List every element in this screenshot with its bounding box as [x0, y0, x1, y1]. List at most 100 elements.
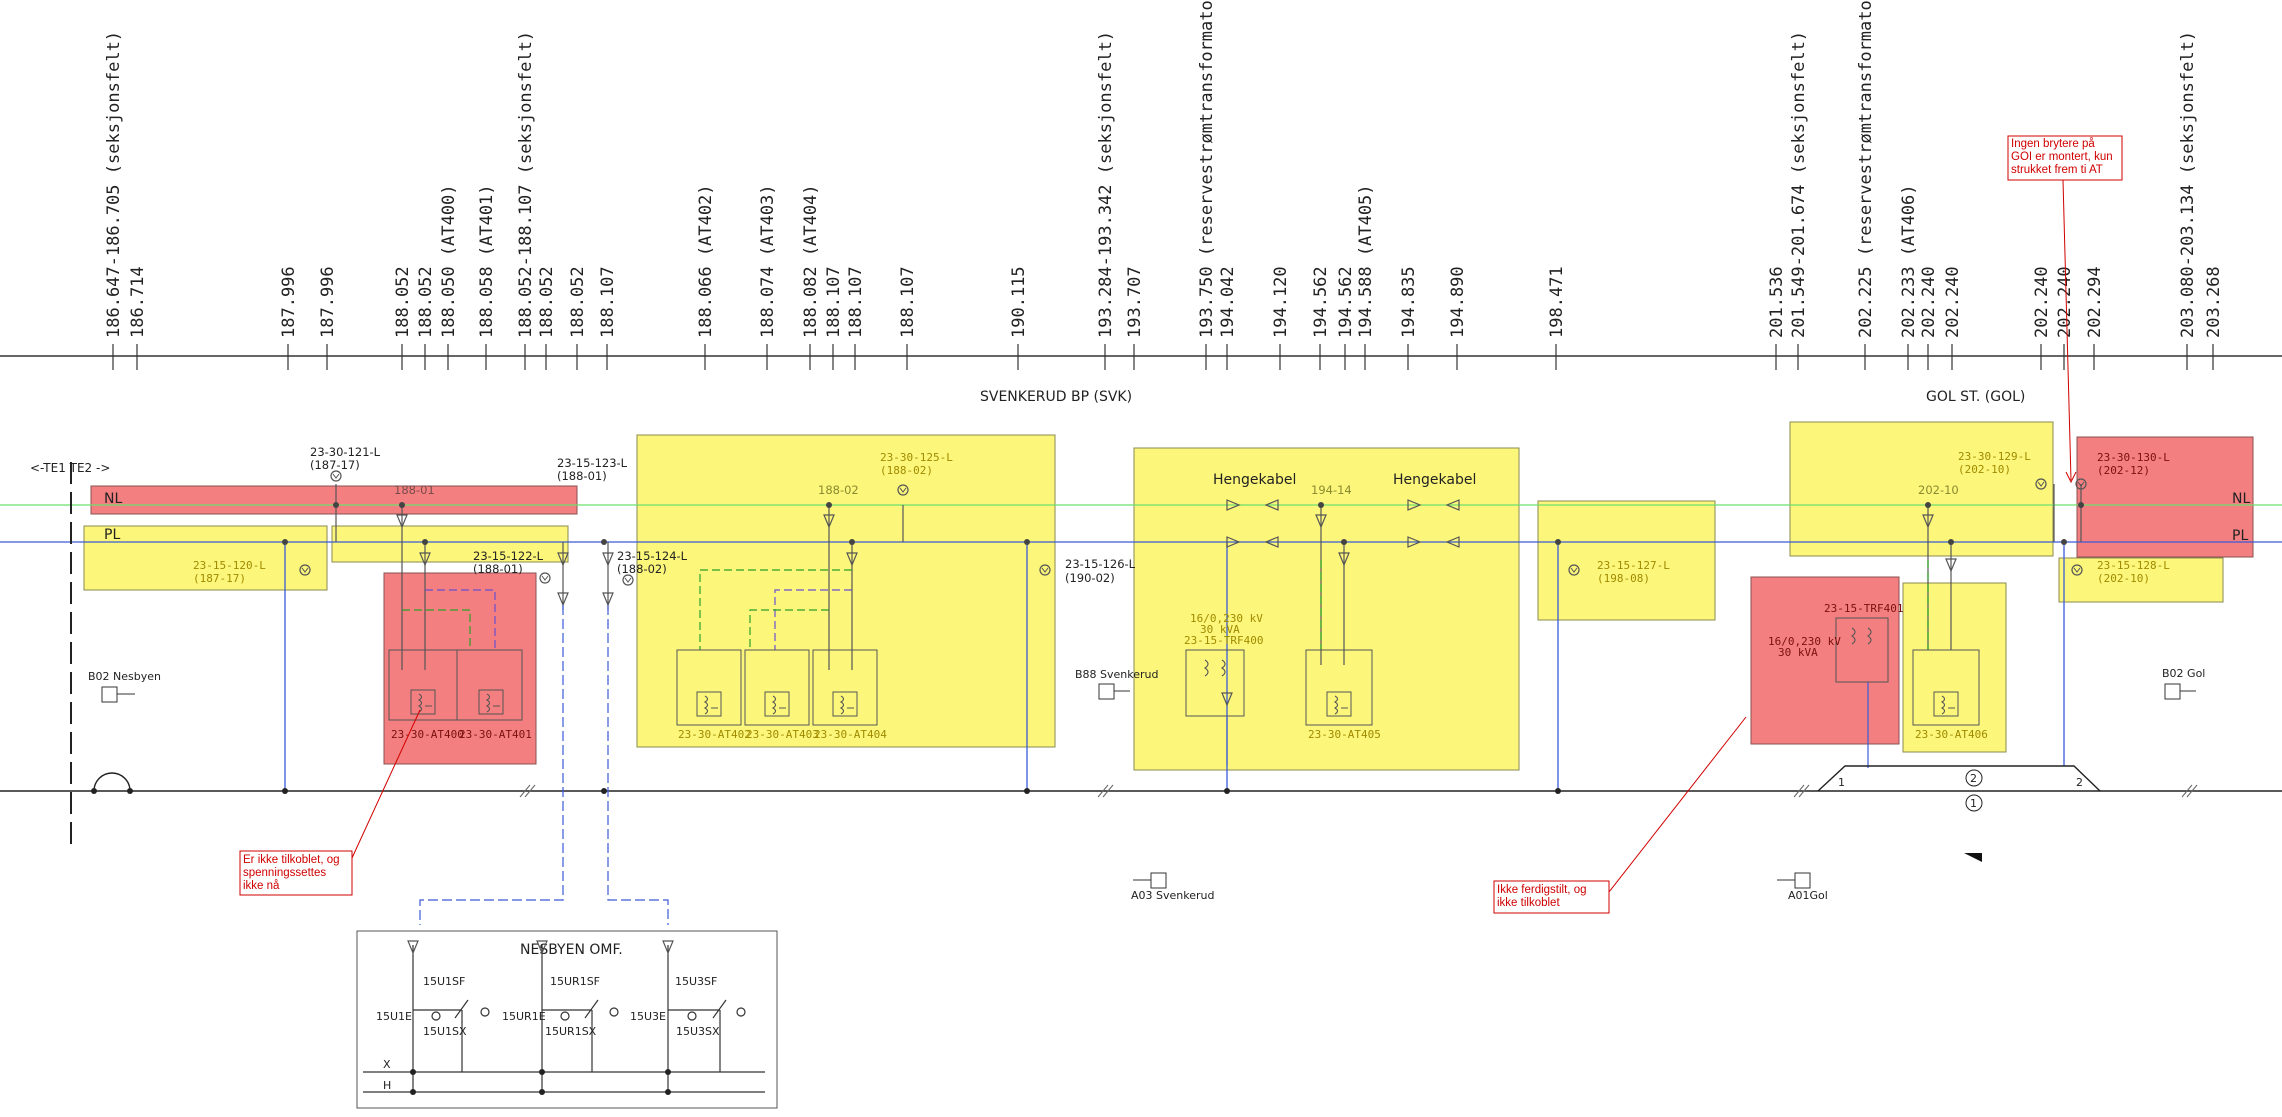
at402-label: 23-30-AT402 — [678, 728, 751, 741]
location-marks: B02 Nesbyen B88 Svenkerud B02 Gol A03 Sv… — [88, 667, 2205, 902]
note-3-line-2: GOI er montert, kun — [2011, 151, 2113, 163]
switch-121-id: (187-17) — [310, 458, 360, 472]
bus-h-label: H — [383, 1079, 391, 1092]
switch-120-label: 23-15-120-L — [193, 559, 266, 572]
u1sf-label: 15U1SF — [423, 975, 465, 988]
switch-127-id: (198-08) — [1597, 572, 1650, 585]
switch-122-label: 23-15-122-L — [473, 549, 544, 563]
hengekabel-label-a: Hengekabel — [1213, 472, 1296, 488]
junction-dots — [282, 502, 2084, 545]
km-label: 202.240 — [2055, 266, 2075, 338]
km-label: 202.233 (AT406) — [1899, 184, 1919, 338]
switch-130-id: (202-12) — [2097, 464, 2150, 477]
section-188-01: 188-01 — [394, 483, 435, 497]
km-label: 202.294 — [2085, 266, 2105, 338]
at406-label: 23-30-AT406 — [1915, 728, 1988, 741]
note-2-line-1: Ikke ferdigstilt, og — [1497, 884, 1586, 896]
rail-joint-arc — [93, 772, 131, 792]
pl-label-left: PL — [104, 527, 120, 543]
km-label: 201.549-201.674 (seksjonsfelt) — [1789, 31, 1809, 338]
km-label: 201.536 — [1767, 266, 1787, 338]
a01-gol-label: A01Gol — [1788, 889, 1828, 902]
switch-122-id: (188-01) — [473, 562, 523, 576]
at403-label: 23-30-AT403 — [746, 728, 819, 741]
switch-127-label: 23-15-127-L — [1597, 559, 1670, 572]
km-label: 188.074 (AT403) — [758, 184, 778, 338]
nesbyen-substation: NESBYEN OMF. 15U1SF 15U1E 15U1SX 15UR1SF… — [356, 930, 778, 1109]
km-label: 188.052 — [537, 266, 557, 338]
note-3: Ingen brytere på GOI er montert, kun str… — [2007, 135, 2123, 484]
km-label: 186.714 — [128, 266, 148, 338]
km-ticks — [112, 344, 2214, 370]
km-label: 194.042 — [1218, 266, 1238, 338]
switch-120-id: (187-17) — [193, 572, 246, 585]
km-label: 194.588 (AT405) — [1356, 184, 1376, 338]
at-wiring — [402, 560, 1929, 925]
trf401-rating: 16/0,230 kV — [1768, 635, 1841, 648]
km-label: 190.115 — [1009, 266, 1029, 338]
u3e-label: 15U3E — [630, 1010, 666, 1023]
trf401-id: 23-15-TRF401 — [1824, 602, 1903, 615]
yellow-zone-127 — [1537, 500, 1716, 621]
feeder-nodes — [282, 788, 1561, 794]
km-label: 186.647-186.705 (seksjonsfelt) — [104, 31, 124, 338]
switch-125-id: (188-02) — [880, 464, 933, 477]
km-label: 188.050 (AT400) — [439, 184, 459, 338]
km-label: 188.107 — [898, 266, 918, 338]
km-label: 188.052 — [568, 266, 588, 338]
pl-yellow-bar-2 — [331, 525, 569, 563]
km-label: 194.835 — [1399, 266, 1419, 338]
nl-red-bar — [90, 485, 578, 515]
u3sf-label: 15U3SF — [675, 975, 717, 988]
section-188-02: 188-02 — [818, 483, 859, 497]
at401-label: 23-30-AT401 — [459, 728, 532, 741]
b02-nesbyen-label: B02 Nesbyen — [88, 670, 161, 683]
ur1sf-label: 15UR1SF — [550, 975, 600, 988]
km-label: 188.052 — [416, 266, 436, 338]
yellow-zone-at406 — [1902, 582, 2007, 753]
km-label: 193.284-193.342 (seksjonsfelt) — [1096, 31, 1116, 338]
switch-126-label: 23-15-126-L — [1065, 557, 1136, 571]
km-label: 194.562 — [1311, 266, 1331, 338]
note-1: Er ikke tilkoblet, og spenningssettes ik… — [239, 709, 421, 896]
km-label: 198.471 — [1547, 266, 1567, 338]
km-label: 188.052 — [393, 266, 413, 338]
autotransformers — [388, 649, 1980, 726]
trf400-power: 30 kVA — [1200, 623, 1240, 636]
feeders — [284, 542, 2065, 791]
b88-svenkerud-label: B88 Svenkerud — [1075, 668, 1159, 681]
switch-130-label: 23-30-130-L — [2097, 451, 2170, 464]
km-label: 188.107 — [598, 266, 618, 338]
nl-label-left: NL — [104, 491, 122, 507]
transformer-trf401: 16/0,230 kV 30 kVA 23-15-TRF401 — [1768, 602, 1903, 768]
km-label: 188.066 (AT402) — [696, 184, 716, 338]
track-1-label: 1 — [1970, 797, 1977, 810]
km-label: 193.750 (reservestrømtransformator) — [1197, 0, 1217, 338]
trf400-id: 23-15-TRF400 — [1184, 634, 1263, 647]
hengekabel-label-b: Hengekabel — [1393, 472, 1476, 488]
section-194-14: 194-14 — [1311, 483, 1352, 497]
u1e-label: 15U1E — [376, 1010, 412, 1023]
switch-124-label: 23-15-124-L — [617, 549, 688, 563]
km-label: 203.080-203.134 (seksjonsfelt) — [2178, 31, 2198, 338]
pl-yellow-bar — [83, 525, 328, 591]
yellow-zone-svk-west — [636, 434, 1056, 748]
pl-label-right: PL — [2232, 528, 2248, 544]
at404-label: 23-30-AT404 — [814, 728, 887, 741]
km-label: 202.240 — [1919, 266, 1939, 338]
km-label: 188.058 (AT401) — [477, 184, 497, 338]
switch-125-label: 23-30-125-L — [880, 451, 953, 464]
switch-128-label: 23-15-128-L — [2097, 559, 2170, 572]
note-2-line-2: ikke tilkoblet — [1497, 897, 1560, 909]
station-svk-label: SVENKERUD BP (SVK) — [980, 389, 1132, 405]
yellow-zone-gol-top — [1789, 421, 2054, 557]
km-label: 202.240 — [2032, 266, 2052, 338]
note-3-line-1: Ingen brytere på — [2011, 138, 2095, 150]
km-label: 203.268 — [2204, 266, 2224, 338]
switch-labels: 23-30-121-L (187-17) 23-15-123-L (188-01… — [193, 445, 2170, 585]
km-label: 194.562 — [1336, 266, 1356, 338]
red-zone-trf401 — [1750, 576, 1900, 745]
